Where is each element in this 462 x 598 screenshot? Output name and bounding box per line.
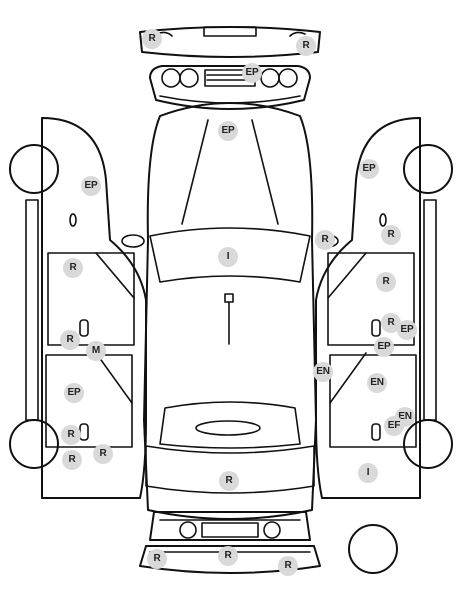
- damage-marker-rear-bumper-left[interactable]: R: [147, 549, 167, 569]
- damage-marker-right-mirror-side[interactable]: R: [381, 225, 401, 245]
- damage-marker-right-rear-wheel-arch[interactable]: EF: [384, 416, 404, 436]
- damage-marker-left-front-fender[interactable]: EP: [81, 176, 101, 196]
- damage-marker-hood[interactable]: EP: [218, 121, 238, 141]
- damage-marker-rear-bumper-center[interactable]: R: [218, 546, 238, 566]
- damage-marker-left-rear-door[interactable]: EP: [64, 383, 84, 403]
- damage-marker-right-b-pillar[interactable]: EN: [313, 362, 333, 382]
- damage-marker-left-rear-quarter[interactable]: R: [62, 450, 82, 470]
- damage-marker-right-front-door-edge[interactable]: EP: [397, 320, 417, 340]
- damage-marker-left-sill[interactable]: M: [86, 341, 106, 361]
- damage-marker-left-front-door[interactable]: R: [63, 258, 83, 278]
- front-bumper-view: [139, 26, 321, 58]
- damage-marker-right-rear-light[interactable]: I: [358, 463, 378, 483]
- damage-marker-trunk-lid[interactable]: R: [219, 471, 239, 491]
- car-right-side-view: [315, 117, 453, 499]
- damage-marker-front-bumper-left[interactable]: R: [142, 29, 162, 49]
- damage-marker-rear-bumper-right[interactable]: R: [278, 556, 298, 576]
- damage-marker-grille[interactable]: EP: [242, 63, 262, 83]
- damage-marker-right-front-fender[interactable]: EP: [359, 159, 379, 179]
- damage-marker-right-mirror[interactable]: R: [315, 230, 335, 250]
- rear-panel-view: [149, 511, 311, 541]
- damage-marker-left-rear-door-handle[interactable]: R: [61, 425, 81, 445]
- damage-marker-right-rear-door[interactable]: EN: [367, 373, 387, 393]
- damage-marker-windshield[interactable]: I: [218, 247, 238, 267]
- damage-marker-left-front-door-handle[interactable]: R: [60, 330, 80, 350]
- damage-marker-right-front-door-handle[interactable]: R: [381, 313, 401, 333]
- damage-marker-left-rear-wheel-arch[interactable]: R: [93, 444, 113, 464]
- damage-marker-right-sill[interactable]: EP: [374, 337, 394, 357]
- car-top-view: [121, 102, 339, 520]
- spare-wheel: [348, 524, 398, 574]
- damage-marker-right-front-door[interactable]: R: [376, 272, 396, 292]
- damage-marker-front-bumper-right[interactable]: R: [296, 36, 316, 56]
